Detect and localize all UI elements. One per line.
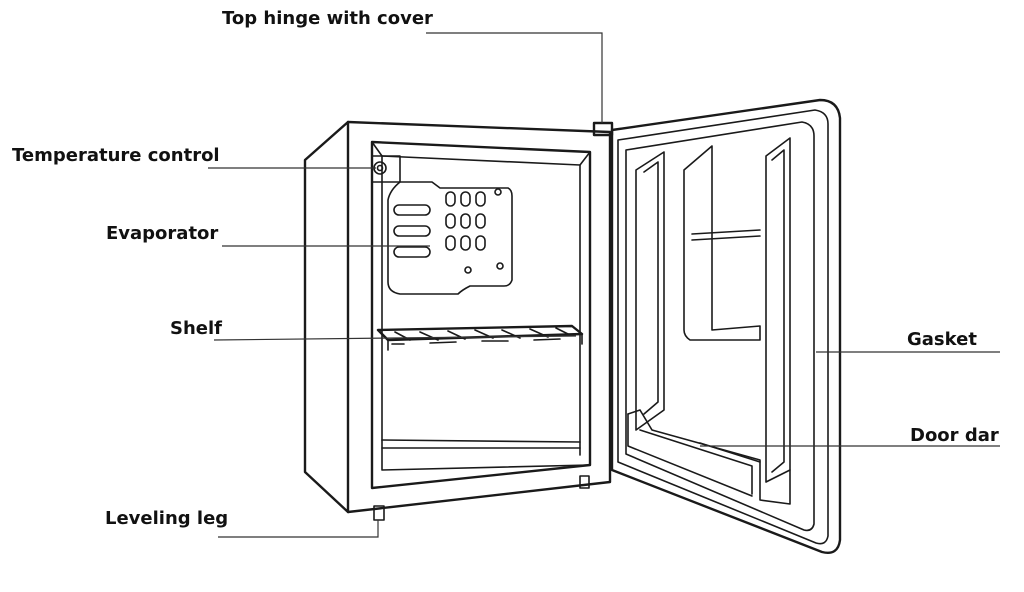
label-top-hinge: Top hinge with cover (222, 8, 433, 29)
label-door-bar: Door dar (910, 425, 999, 446)
leader-shelf (213, 335, 577, 341)
label-evaporator: Evaporator (106, 223, 219, 244)
label-shelf: Shelf (170, 318, 222, 339)
leader-leveling-leg (218, 520, 379, 538)
wire-shelf (376, 324, 584, 351)
temperature-control-knob (371, 155, 401, 183)
leader-lines (208, 32, 1000, 538)
label-gasket: Gasket (907, 329, 977, 350)
leveling-legs (373, 475, 590, 521)
label-temperature-control: Temperature control (12, 145, 220, 166)
label-leveling-leg: Leveling leg (105, 508, 229, 529)
cabinet (303, 120, 612, 514)
door (610, 98, 842, 554)
evaporator-plate (387, 181, 513, 295)
leader-top-hinge (426, 32, 603, 123)
